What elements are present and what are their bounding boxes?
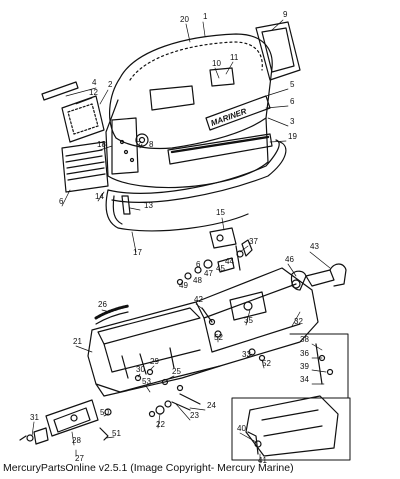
part-callout-26: 26 bbox=[98, 300, 107, 309]
part-callout-38: 38 bbox=[300, 335, 309, 344]
part-callout-43: 43 bbox=[310, 242, 319, 251]
part-callout-51: 51 bbox=[112, 429, 121, 438]
part-callout-30: 30 bbox=[136, 365, 145, 374]
part-callout-6: 6 bbox=[59, 197, 64, 206]
part-callout-37: 37 bbox=[249, 237, 258, 246]
part-callout-29: 29 bbox=[150, 357, 159, 366]
part-callout-49: 49 bbox=[179, 281, 188, 290]
part-callout-22: 22 bbox=[156, 420, 165, 429]
part-callout-36: 36 bbox=[300, 349, 309, 358]
part-callout-25: 25 bbox=[172, 367, 181, 376]
top-cowl: MARINER bbox=[105, 33, 273, 189]
part-callout-46: 46 bbox=[285, 255, 294, 264]
part-callout-32: 32 bbox=[294, 317, 303, 326]
part-callout-3: 3 bbox=[290, 117, 295, 126]
part-callout-1: 1 bbox=[203, 12, 208, 21]
side-window bbox=[41, 81, 105, 143]
part-callout-6: 6 bbox=[290, 97, 295, 106]
part-callout-4: 4 bbox=[92, 78, 97, 87]
part-callout-7: 7 bbox=[137, 140, 142, 149]
lever-assembly bbox=[290, 263, 347, 291]
part-callout-33: 33 bbox=[242, 350, 251, 359]
front-panel bbox=[19, 399, 112, 445]
image-copyright-footer: MercuryPartsOnline v2.5.1 (Image Copyrig… bbox=[3, 462, 294, 474]
part-callout-12: 12 bbox=[89, 88, 98, 97]
part-callout-2: 2 bbox=[108, 80, 113, 89]
part-callout-28: 28 bbox=[72, 436, 81, 445]
part-callout-53: 53 bbox=[142, 377, 151, 386]
part-callout-41: 41 bbox=[258, 456, 267, 465]
part-callout-23: 23 bbox=[190, 411, 199, 420]
part-callout-19: 19 bbox=[288, 132, 297, 141]
part-callout-17: 17 bbox=[133, 248, 142, 257]
part-callout-34: 34 bbox=[300, 375, 309, 384]
latch-assembly bbox=[176, 227, 253, 286]
part-callout-15: 15 bbox=[216, 208, 225, 217]
part-callout-52: 52 bbox=[262, 359, 271, 368]
part-callout-31: 31 bbox=[30, 413, 39, 422]
part-callout-8: 8 bbox=[149, 140, 154, 149]
part-callout-52: 52 bbox=[214, 333, 223, 342]
part-callout-44: 44 bbox=[225, 257, 234, 266]
leader-lines bbox=[31, 19, 331, 464]
part-callout-50: 50 bbox=[100, 408, 109, 417]
part-callout-48: 48 bbox=[193, 276, 202, 285]
part-callout-11: 11 bbox=[230, 53, 239, 62]
part-callout-14: 14 bbox=[95, 192, 104, 201]
part-callout-20: 20 bbox=[180, 15, 189, 24]
seal-strip bbox=[94, 304, 130, 325]
part-callout-40: 40 bbox=[237, 424, 246, 433]
part-callout-42: 42 bbox=[194, 295, 203, 304]
part-callout-6: 6 bbox=[196, 260, 201, 269]
part-callout-47: 47 bbox=[204, 269, 213, 278]
part-callout-24: 24 bbox=[207, 401, 216, 410]
deflector-plate bbox=[255, 21, 301, 81]
latch-part bbox=[121, 195, 131, 215]
part-callout-39: 39 bbox=[300, 362, 309, 371]
inset-detail-box bbox=[231, 333, 351, 461]
part-callout-5: 5 bbox=[290, 80, 295, 89]
vent-grille bbox=[61, 141, 109, 193]
part-callout-10: 10 bbox=[212, 59, 221, 68]
part-callout-45: 45 bbox=[216, 264, 225, 273]
part-callout-35: 35 bbox=[244, 316, 253, 325]
cowl-seal bbox=[105, 139, 287, 232]
tilt-parts bbox=[148, 393, 201, 418]
part-callout-13: 13 bbox=[144, 201, 153, 210]
part-callout-9: 9 bbox=[283, 10, 288, 19]
bottom-cowl bbox=[87, 267, 319, 397]
part-callout-18: 18 bbox=[97, 140, 106, 149]
part-callout-21: 21 bbox=[73, 337, 82, 346]
part-callout-27: 27 bbox=[75, 454, 84, 463]
